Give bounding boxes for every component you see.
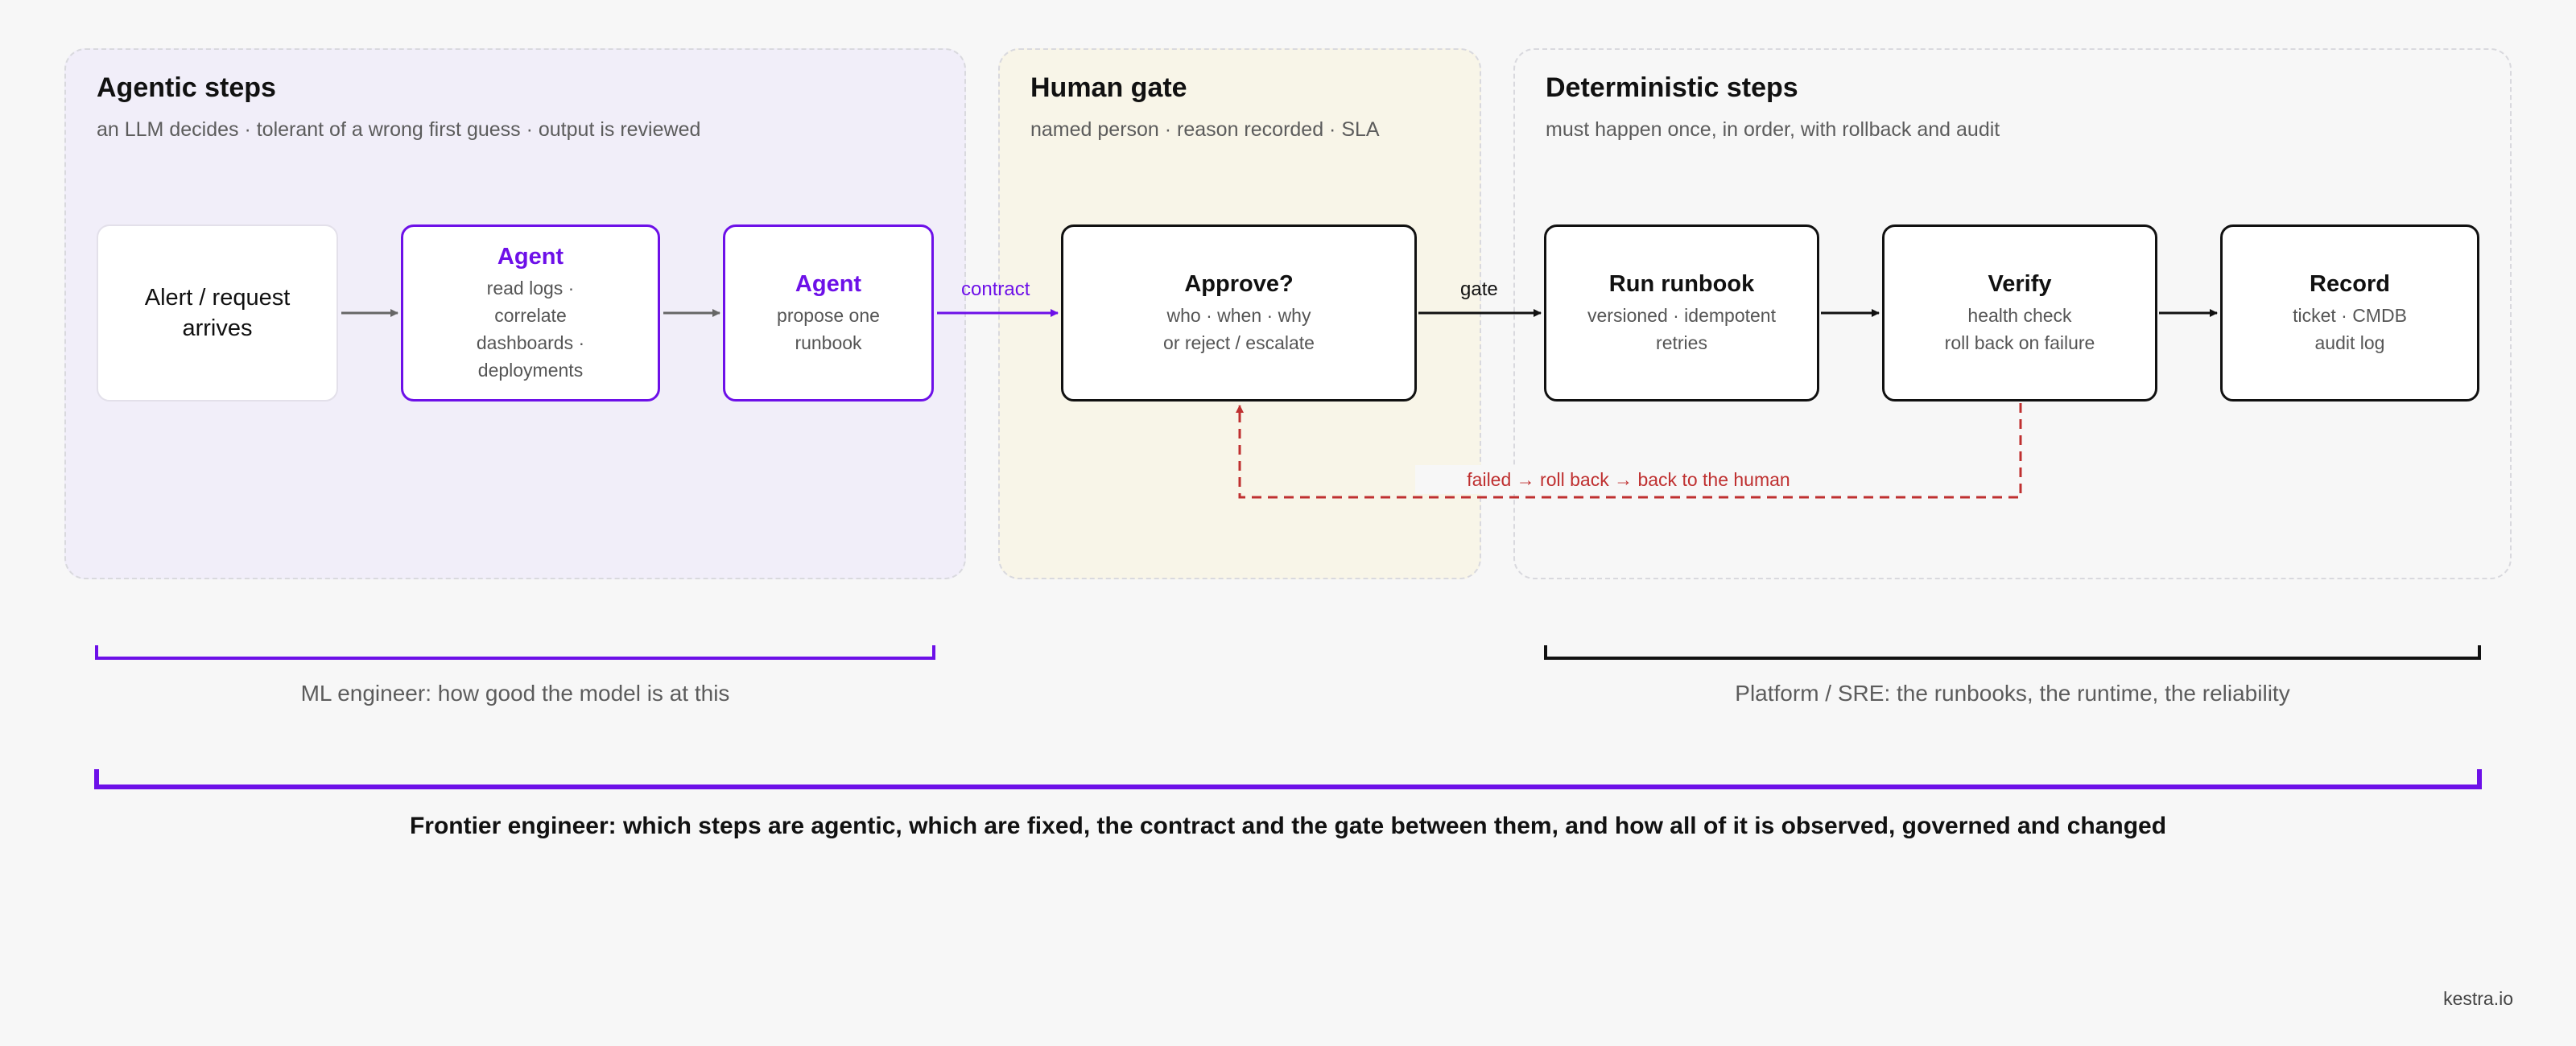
gate-label: gate — [1460, 278, 1498, 300]
approve-node-desc-2: or reject / escalate — [1163, 332, 1315, 353]
human-gate-zone-subtitle: named person · reason recorded · SLA — [1030, 118, 1380, 141]
agent-node-analyze-desc-2: correlate — [494, 305, 567, 326]
record-node-title: Record — [2310, 271, 2390, 297]
verify-node-desc-1: health check — [1967, 305, 2072, 326]
verify-node-desc-2: roll back on failure — [1944, 332, 2095, 353]
run-runbook-node-desc-1: versioned · idempotent — [1587, 305, 1776, 326]
platform-sre-label: Platform / SRE: the runbooks, the runtim… — [1735, 681, 2290, 706]
approve-node-title: Approve? — [1184, 271, 1294, 297]
agent-node-propose-desc-2: runbook — [795, 332, 862, 353]
agent-node-analyze-desc-3: dashboards · — [476, 332, 585, 353]
contract-label: contract — [961, 278, 1030, 300]
ml-engineer-label: ML engineer: how good the model is at th… — [300, 681, 730, 706]
approve-node[interactable]: Approve? who · when · why or reject / es… — [1061, 224, 1417, 402]
run-runbook-node[interactable]: Run runbook versioned · idempotent retri… — [1544, 224, 1819, 402]
frontier-engineer-bracket — [94, 769, 2482, 789]
record-node-desc-1: ticket · CMDB — [2293, 305, 2407, 326]
agent-node-propose-desc-1: propose one — [777, 305, 880, 326]
deterministic-zone-subtitle: must happen once, in order, with rollbac… — [1546, 118, 2000, 141]
alert-node-text-line2: arrives — [182, 315, 253, 341]
failure-loop-arrow — [1236, 403, 2022, 499]
run-runbook-node-desc-2: retries — [1656, 332, 1707, 353]
deterministic-zone-title: Deterministic steps — [1546, 72, 1798, 103]
failure-loop-label: failed → roll back → back to the human — [1415, 465, 1842, 494]
agentic-zone-subtitle: an LLM decides · tolerant of a wrong fir… — [97, 118, 701, 141]
agent-node-analyze-desc-1: read logs · — [486, 278, 575, 299]
agent-node-analyze[interactable]: Agent read logs · correlate dashboards ·… — [401, 224, 660, 402]
frontier-engineer-label: Frontier engineer: which steps are agent… — [409, 813, 2167, 839]
record-node-desc-2: audit log — [2314, 332, 2385, 353]
brand-footer[interactable]: kestra.io — [2443, 988, 2513, 1009]
run-runbook-node-title: Run runbook — [1608, 271, 1755, 297]
human-gate-zone-title: Human gate — [1030, 72, 1187, 103]
agent-node-analyze-desc-4: deployments — [477, 360, 584, 381]
agent-node-propose[interactable]: Agent propose one runbook — [723, 224, 934, 402]
ml-engineer-bracket — [95, 645, 935, 660]
alert-node-text-line1: Alert / request — [144, 285, 291, 311]
agent-node-propose-title: Agent — [795, 271, 862, 297]
verify-node[interactable]: Verify health check roll back on failure — [1882, 224, 2157, 402]
approve-node-desc-1: who · when · why — [1166, 305, 1311, 326]
record-node[interactable]: Record ticket · CMDB audit log — [2220, 224, 2479, 402]
alert-node[interactable]: Alert / request arrives — [97, 224, 338, 402]
verify-node-title: Verify — [1988, 271, 2052, 297]
agent-node-analyze-title: Agent — [497, 244, 564, 270]
platform-sre-bracket — [1544, 645, 2481, 660]
agentic-zone-title: Agentic steps — [97, 72, 276, 103]
